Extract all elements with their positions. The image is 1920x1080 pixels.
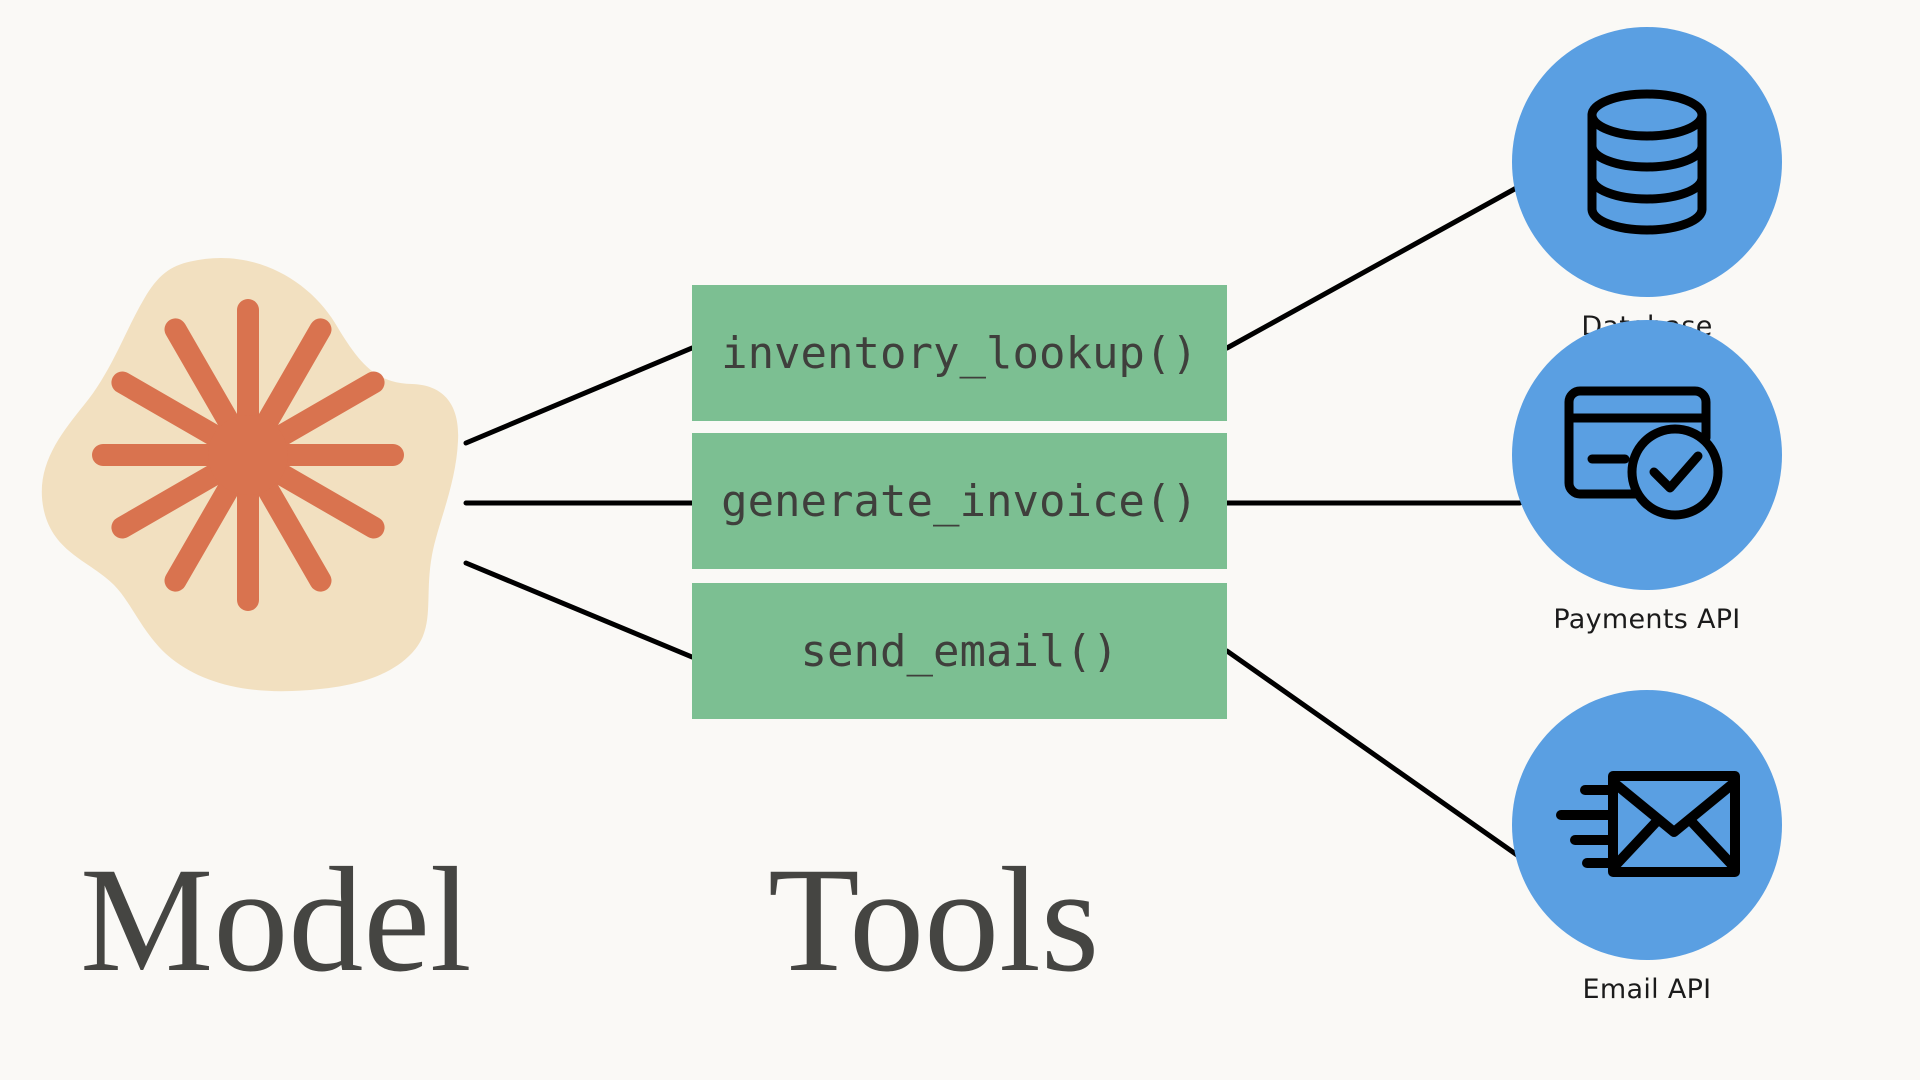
tool-label: generate_invoice(): [721, 475, 1198, 527]
service-node-database[interactable]: Database: [1512, 27, 1782, 342]
tool-box-inventory-lookup[interactable]: inventory_lookup(): [692, 285, 1227, 421]
service-circle[interactable]: [1512, 27, 1782, 297]
service-circle[interactable]: [1512, 690, 1782, 960]
service-node-email-api[interactable]: Email API: [1512, 690, 1782, 1005]
section-title-model: Model: [80, 837, 472, 1003]
service-caption: Email API: [1582, 974, 1712, 1005]
tool-box-send-email[interactable]: send_email(): [692, 583, 1227, 719]
connector-inventory-lookup-to-database: [1224, 183, 1523, 351]
model-node[interactable]: [40, 255, 460, 695]
model-burst-rays: [92, 299, 404, 611]
connector-model-to-inventory-lookup: [463, 345, 695, 446]
service-node-payments-api[interactable]: Payments API: [1512, 320, 1782, 635]
connector-model-to-send-email: [463, 560, 695, 660]
connector-send-email-to-email-api: [1224, 648, 1530, 865]
envelope-send-icon: [1555, 771, 1740, 877]
claude-burst-icon: [41, 257, 459, 692]
tool-label: inventory_lookup(): [721, 327, 1198, 379]
section-title-tools: Tools: [768, 837, 1100, 1003]
service-circle[interactable]: [1512, 320, 1782, 590]
tool-box-generate-invoice[interactable]: generate_invoice(): [692, 433, 1227, 569]
credit-card-check-icon: [1564, 386, 1723, 520]
database-cylinder-icon: [1587, 89, 1707, 235]
service-caption: Payments API: [1553, 604, 1741, 635]
tool-label: send_email(): [800, 625, 1119, 677]
